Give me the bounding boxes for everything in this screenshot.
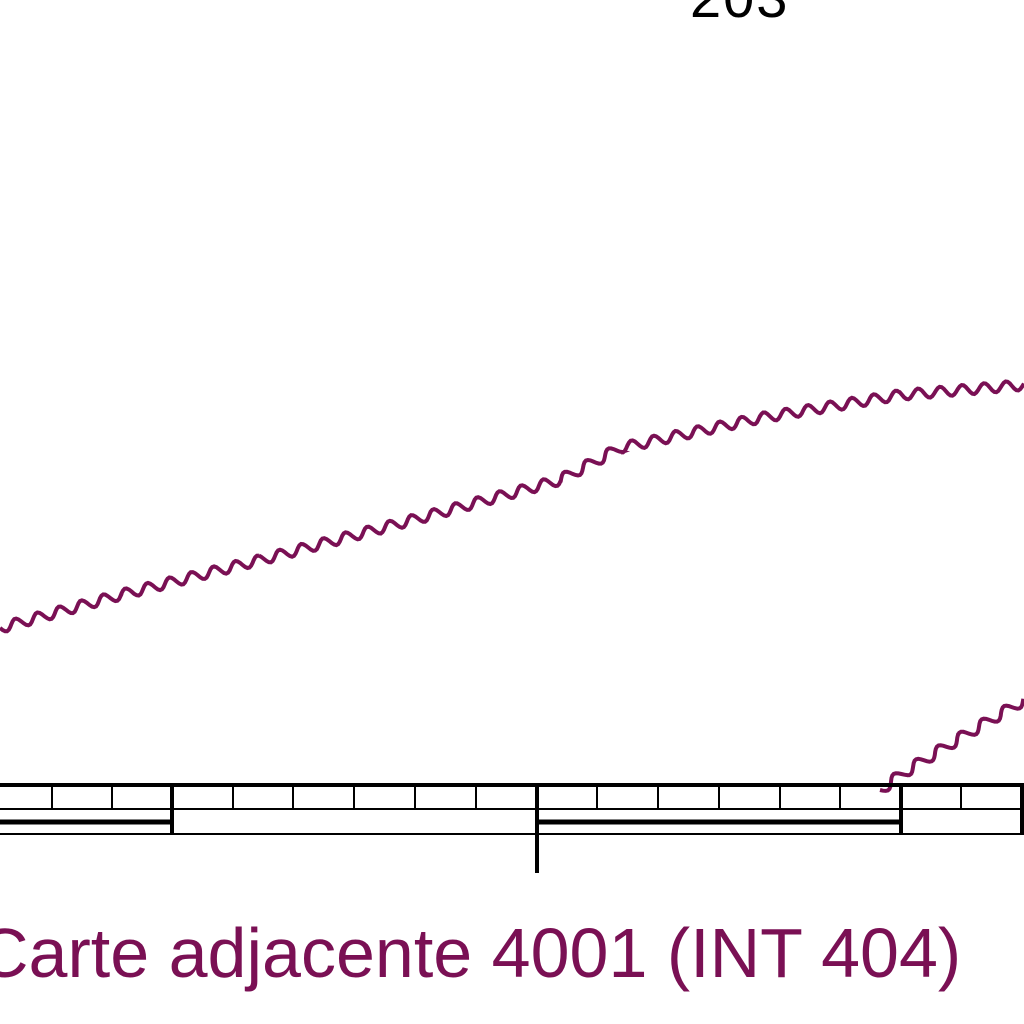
major-ticks [170, 785, 1024, 873]
depth-contour-upper [0, 379, 1024, 634]
adjacent-chart-label: Carte adjacente 4001 (INT 404) [0, 914, 962, 992]
depth-contour-lower [879, 698, 1024, 793]
partial-top-label: 203 [690, 0, 789, 26]
minute-ticks [51, 785, 962, 809]
chart-border-scale [0, 783, 1024, 873]
